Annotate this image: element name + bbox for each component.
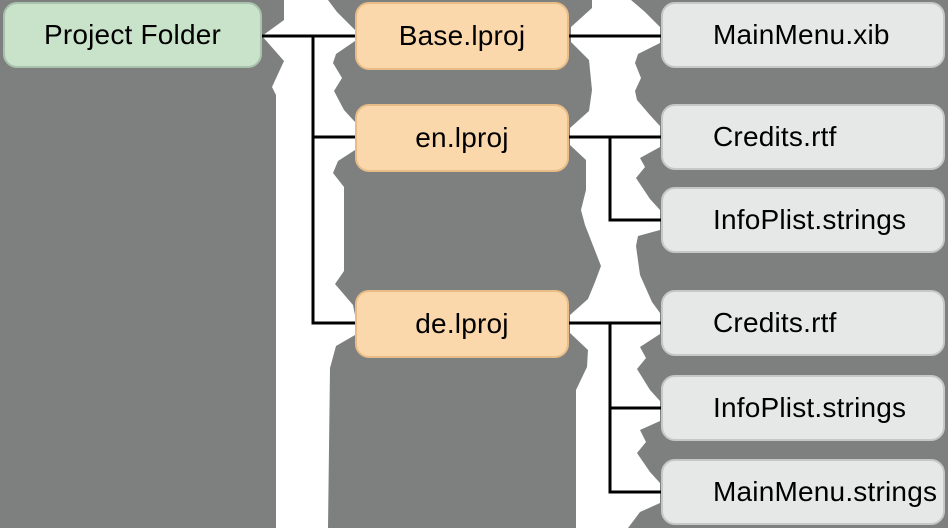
node-file-label: MainMenu.xib	[713, 19, 890, 50]
node-en-lproj-label: en.lproj	[415, 122, 509, 153]
node-file-en-credits-rtf: Credits.rtf	[661, 104, 945, 170]
node-file-label: InfoPlist.strings	[713, 392, 907, 423]
node-file-de-mainmenu-strings: MainMenu.strings	[661, 459, 945, 525]
node-file-label: InfoPlist.strings	[713, 204, 907, 235]
node-file-en-infoplist-strings: InfoPlist.strings	[661, 187, 945, 253]
node-file-mainmenu-xib: MainMenu.xib	[661, 2, 945, 68]
node-file-label: MainMenu.strings	[713, 476, 938, 507]
torn-band-left	[262, 0, 355, 528]
node-file-label: Credits.rtf	[713, 121, 837, 152]
node-project-folder: Project Folder	[3, 2, 262, 68]
node-base-lproj-label: Base.lproj	[398, 20, 526, 51]
node-de-lproj: de.lproj	[355, 290, 569, 358]
node-file-de-infoplist-strings: InfoPlist.strings	[661, 375, 945, 441]
node-de-lproj-label: de.lproj	[415, 308, 509, 339]
node-base-lproj: Base.lproj	[355, 2, 569, 70]
node-project-folder-label: Project Folder	[43, 19, 222, 50]
torn-band-right	[570, 0, 660, 528]
node-file-de-credits-rtf: Credits.rtf	[661, 290, 945, 356]
node-file-label: Credits.rtf	[713, 307, 837, 338]
node-en-lproj: en.lproj	[355, 104, 569, 172]
